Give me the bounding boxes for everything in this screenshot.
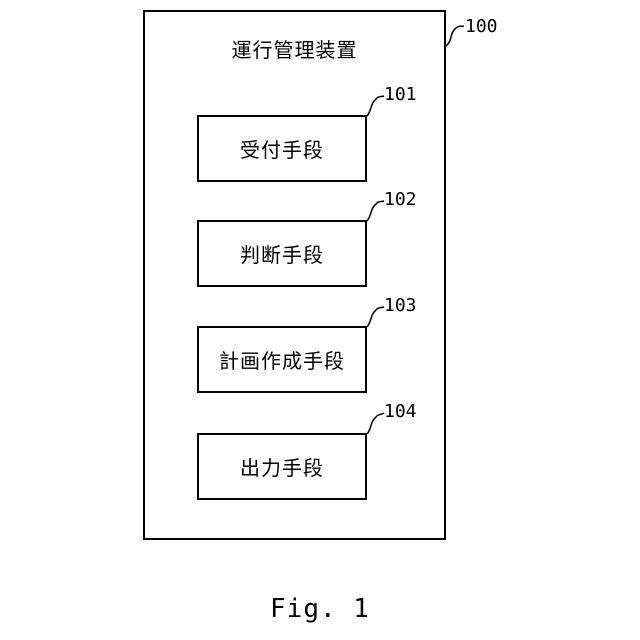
- output-unit-box: 出力手段: [197, 433, 367, 500]
- output-unit-reference-number: 104: [384, 403, 417, 421]
- device-leader-line: [446, 26, 464, 46]
- figure-caption: Fig. 1: [0, 594, 640, 624]
- reception-unit-reference-number: 101: [384, 86, 417, 104]
- device-reference-number: 100: [465, 18, 498, 36]
- plan-creation-unit-box: 計画作成手段: [197, 326, 367, 393]
- plan-creation-unit-reference-number: 103: [384, 297, 417, 315]
- reception-unit-box: 受付手段: [197, 115, 367, 182]
- judgment-unit-reference-number: 102: [384, 191, 417, 209]
- device-title: 運行管理装置: [143, 34, 446, 63]
- judgment-unit-box: 判断手段: [197, 220, 367, 287]
